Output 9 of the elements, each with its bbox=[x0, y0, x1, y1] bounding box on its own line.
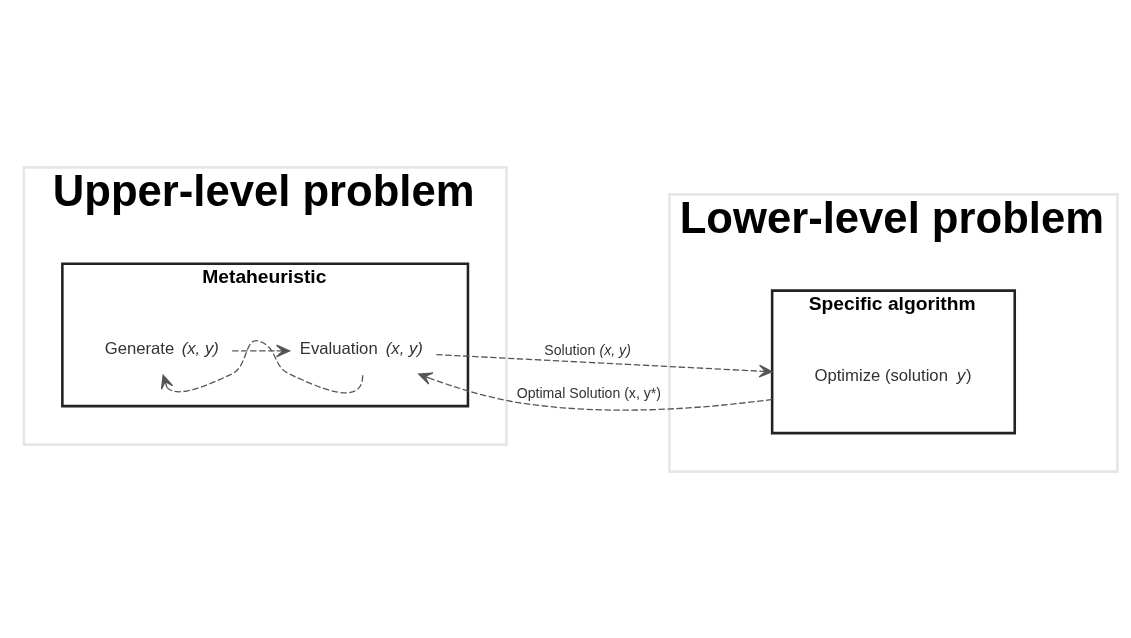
arrow bbox=[435, 353, 773, 378]
edge-label: Solution (x, y) bbox=[544, 341, 631, 358]
arrow bbox=[231, 344, 291, 357]
node-text: Evaluation (x, y) bbox=[299, 338, 423, 358]
node-text: Optimize (solution y) bbox=[814, 365, 972, 385]
edge-label: Optimal Solution (x, y*) bbox=[516, 384, 662, 401]
arrow bbox=[418, 372, 773, 411]
arrow bbox=[160, 339, 364, 393]
node-text: Generate (x, y) bbox=[104, 338, 219, 358]
